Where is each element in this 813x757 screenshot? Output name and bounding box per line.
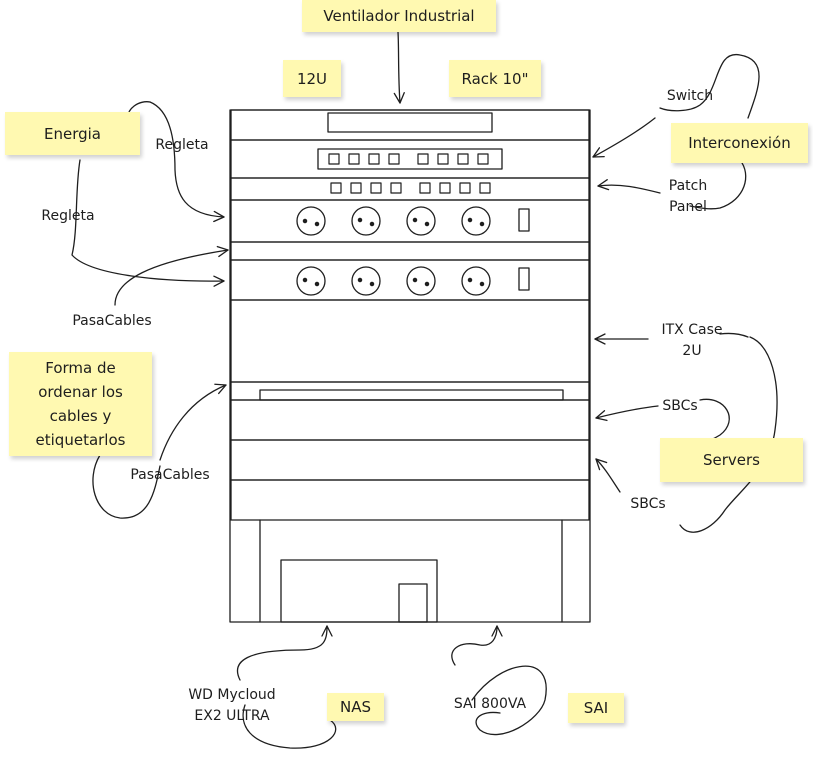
arrow-servers-top bbox=[719, 332, 749, 338]
arrow-nas-loop bbox=[242, 704, 337, 749]
pasacables-slot bbox=[259, 389, 564, 401]
label-sbcs-2: SBCs bbox=[630, 496, 666, 512]
patch-panel-ports bbox=[330, 182, 491, 194]
note-12u: 12U bbox=[283, 60, 341, 97]
note-forma: Forma de ordenar los cables y etiquetarl… bbox=[9, 352, 152, 456]
itx-case-unit bbox=[230, 299, 590, 383]
label-wd-line-1: WD Mycloud bbox=[188, 687, 276, 703]
rack-cabinet bbox=[229, 109, 591, 623]
arrow-forma-loop bbox=[92, 454, 161, 519]
label-regleta-top: Regleta bbox=[155, 137, 209, 153]
power-strip-1 bbox=[230, 199, 590, 243]
switch-ports bbox=[328, 153, 489, 165]
label-patch-line-2: Panel bbox=[669, 199, 707, 215]
arrow-patch-panel bbox=[597, 179, 661, 194]
sbc-shelf-1 bbox=[230, 399, 590, 441]
note-nas: NAS bbox=[327, 693, 384, 721]
arrow-ups bbox=[451, 625, 503, 666]
label-sai-800: SAI 800VA bbox=[453, 696, 527, 712]
fan-unit bbox=[230, 109, 590, 141]
note-rack: Rack 10" bbox=[449, 60, 541, 97]
arrow-switch bbox=[592, 117, 656, 158]
switch-unit bbox=[230, 139, 590, 179]
label-regleta-side: Regleta bbox=[41, 208, 95, 224]
label-patch-panel: Patch Panel bbox=[648, 176, 728, 218]
arrow-regleta-side bbox=[71, 159, 225, 287]
note-forma-line-1: Forma de bbox=[45, 359, 116, 377]
label-patch-line-1: Patch bbox=[668, 178, 708, 194]
arrow-pasacables-top bbox=[114, 245, 229, 306]
label-wd-line-2: EX2 ULTRA bbox=[194, 708, 270, 724]
patch-panel-unit bbox=[230, 177, 590, 201]
sbc-shelf-2 bbox=[230, 439, 590, 481]
label-wd: WD Mycloud EX2 ULTRA bbox=[172, 685, 292, 727]
label-itx-line-2: 2U bbox=[682, 343, 702, 359]
power-strip-1-sockets bbox=[296, 206, 530, 236]
label-itx: ITX Case 2U bbox=[642, 320, 742, 362]
arrow-interconexion-patch bbox=[689, 159, 747, 210]
power-strip-2-sockets bbox=[296, 266, 530, 296]
note-interconexion: Interconexión bbox=[671, 123, 808, 163]
ups-box bbox=[398, 583, 428, 623]
switch-port-strip bbox=[317, 148, 503, 170]
note-energia: Energia bbox=[5, 112, 140, 155]
arrow-sbcs-1 bbox=[595, 405, 659, 422]
note-forma-line-3: cables y bbox=[49, 407, 112, 425]
arrow-nas bbox=[236, 625, 333, 681]
note-forma-line-2: ordenar los bbox=[38, 383, 123, 401]
note-ventilador: Ventilador Industrial bbox=[302, 0, 496, 32]
pasacables-unit-1 bbox=[230, 241, 590, 261]
arrow-sai-loop bbox=[471, 665, 547, 736]
pasacables-unit-2 bbox=[230, 381, 590, 401]
arrow-interconexion-loop bbox=[659, 54, 760, 119]
arrow-regleta-top bbox=[149, 101, 225, 223]
note-forma-line-4: etiquetarlos bbox=[35, 431, 126, 449]
sbc-shelf-3 bbox=[230, 479, 590, 521]
note-sai: SAI bbox=[568, 693, 624, 723]
label-itx-line-1: ITX Case bbox=[661, 322, 723, 338]
arrow-fan bbox=[393, 31, 405, 104]
label-switch: Switch bbox=[666, 88, 714, 104]
label-pasacables-top: PasaCables bbox=[72, 313, 152, 329]
arrow-pasacables-bottom bbox=[159, 383, 227, 461]
note-servers: Servers bbox=[660, 438, 803, 482]
power-strip-2 bbox=[230, 259, 590, 301]
fan-slot bbox=[327, 112, 493, 133]
arrow-sbcs-2 bbox=[595, 458, 621, 493]
label-sbcs-1: SBCs bbox=[662, 398, 698, 414]
arrow-servers-loop bbox=[679, 336, 778, 533]
label-pasacables-bottom: PasaCables bbox=[130, 467, 210, 483]
nas-box bbox=[280, 559, 438, 623]
